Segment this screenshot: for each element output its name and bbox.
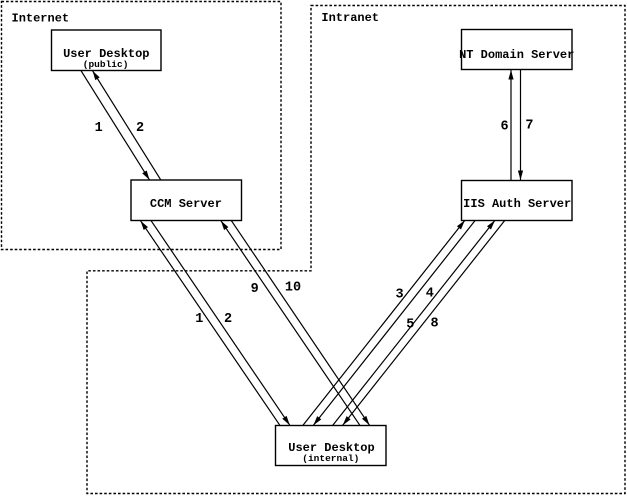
svg-text:(internal): (internal) bbox=[302, 453, 359, 464]
svg-text:4: 4 bbox=[426, 287, 434, 302]
svg-text:2: 2 bbox=[224, 312, 232, 327]
svg-text:CCM Server: CCM Server bbox=[150, 197, 222, 211]
svg-text:10: 10 bbox=[285, 281, 301, 296]
svg-text:Internet: Internet bbox=[12, 12, 70, 26]
svg-text:8: 8 bbox=[431, 317, 439, 332]
svg-text:3: 3 bbox=[395, 287, 403, 302]
svg-text:1: 1 bbox=[95, 121, 103, 136]
svg-text:6: 6 bbox=[500, 119, 508, 134]
svg-text:7: 7 bbox=[525, 119, 533, 134]
svg-text:9: 9 bbox=[251, 282, 259, 297]
svg-text:Intranet: Intranet bbox=[321, 11, 379, 25]
svg-text:2: 2 bbox=[136, 121, 144, 136]
svg-text:IIS Auth Server: IIS Auth Server bbox=[463, 197, 571, 211]
svg-text:User Desktop: User Desktop bbox=[288, 441, 374, 455]
svg-text:5: 5 bbox=[406, 317, 414, 332]
svg-text:User Desktop: User Desktop bbox=[63, 47, 149, 61]
svg-text:1: 1 bbox=[195, 312, 203, 327]
svg-text:NT Domain Server: NT Domain Server bbox=[459, 48, 574, 62]
svg-text:(public): (public) bbox=[83, 59, 129, 70]
